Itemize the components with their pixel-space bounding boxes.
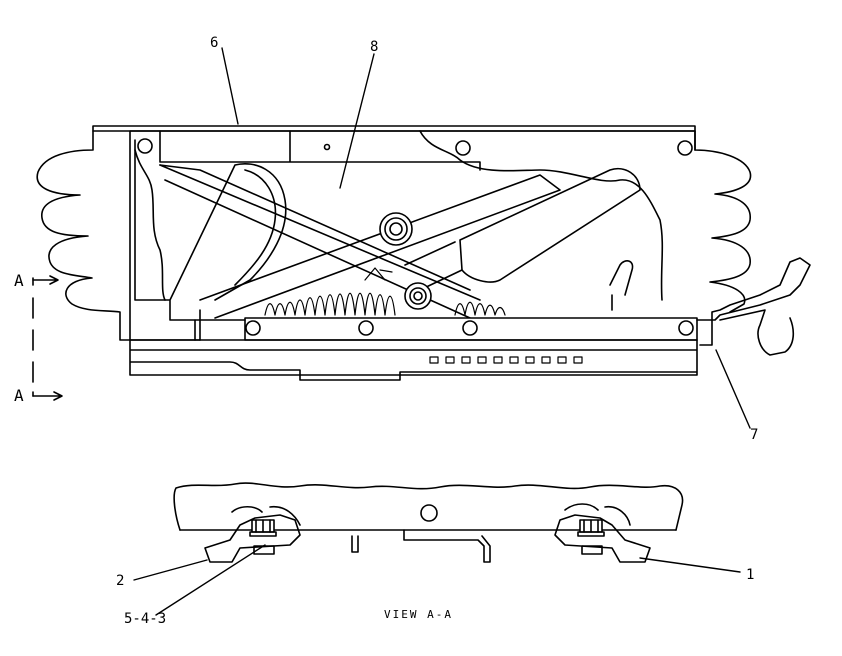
- callout-5-4-3: 5-4-3: [124, 611, 167, 627]
- callout-6: 6: [210, 35, 219, 51]
- springs: [265, 268, 505, 315]
- right-bellows: [695, 131, 751, 312]
- section-view: [174, 483, 682, 562]
- view-title: VIEW A-A: [384, 608, 453, 621]
- callout-8: 8: [370, 39, 379, 55]
- top-channel: [160, 131, 480, 170]
- callout-7: 7: [750, 427, 759, 443]
- section-top-profile: [174, 483, 682, 530]
- left-bellows: [37, 131, 130, 340]
- upper-side-view: [37, 126, 810, 380]
- damper-cylinder: [460, 169, 640, 282]
- section-marker-bottom: A: [14, 386, 24, 405]
- roller: [405, 283, 431, 309]
- base-plate: [130, 340, 697, 380]
- right-clamp: [555, 515, 650, 562]
- cutaway-edge: [135, 131, 662, 300]
- adjust-handle: [697, 258, 810, 345]
- callout-2: 2: [116, 573, 125, 589]
- callout-1: 1: [746, 567, 755, 583]
- center-bracket: [352, 530, 490, 562]
- left-lever: [135, 140, 286, 340]
- section-marker-top: A: [14, 271, 24, 290]
- left-clamp: [205, 515, 300, 562]
- slot-row: [430, 357, 582, 363]
- section-line: [33, 276, 62, 400]
- leader-lines: [134, 48, 750, 615]
